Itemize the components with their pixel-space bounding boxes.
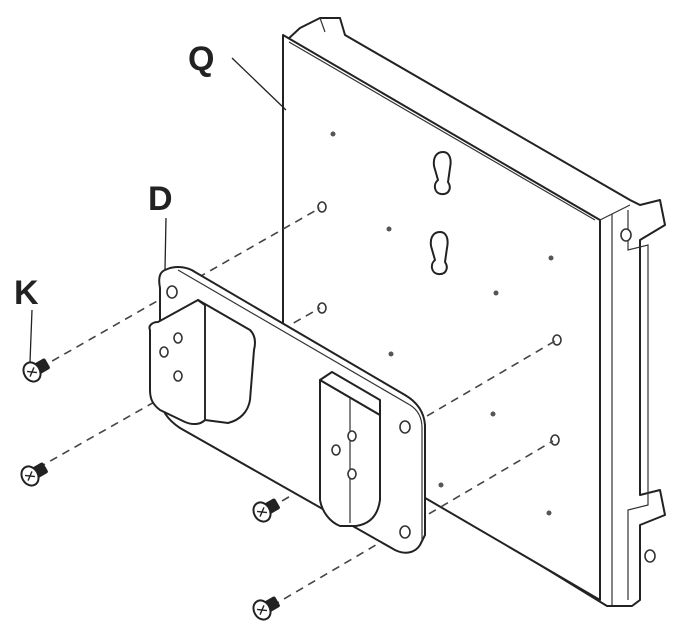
screw-k-1 — [22, 358, 50, 383]
bracket-d — [148, 266, 426, 554]
keyhole-slot-upper — [432, 151, 452, 196]
bracket-holes — [159, 285, 411, 539]
label-d: D — [148, 180, 173, 218]
screw-k-2 — [20, 462, 48, 487]
label-q-group: Q — [188, 40, 287, 111]
label-k-group: K — [14, 274, 39, 363]
label-d-group: D — [148, 180, 173, 271]
screw-k-3 — [252, 498, 280, 523]
screw-k-4 — [252, 596, 280, 621]
label-q: Q — [188, 40, 214, 78]
label-k: K — [14, 274, 39, 312]
plate-holes — [317, 131, 656, 563]
keyhole-slot-lower — [429, 231, 449, 276]
